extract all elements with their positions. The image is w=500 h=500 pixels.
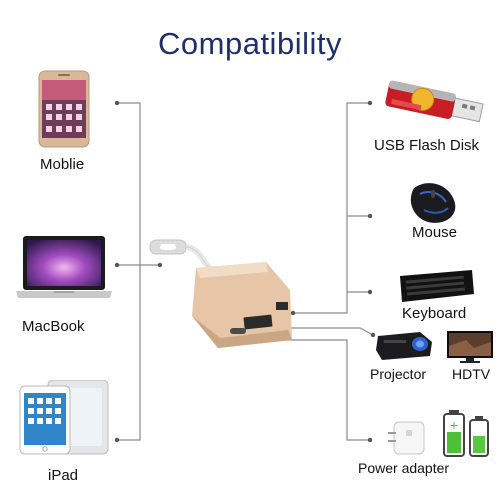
projector-icon [376,332,432,360]
power-adapter-icon: + [388,410,489,457]
label-hdtv: HDTV [452,366,491,382]
label-mouse: Mouse [412,224,458,241]
keyboard-icon [400,270,474,302]
usb-c-adapter-icon [149,239,292,348]
svg-text:+: + [450,417,458,433]
label-ipad: iPad [48,467,79,484]
label-mobile: Moblie [40,156,85,173]
label-macbook: MacBook [22,318,85,335]
mouse-icon [410,183,456,223]
hdtv-icon [447,331,493,363]
label-power-adapter: Power adapter [358,460,450,476]
smartphone-icon [38,70,90,148]
label-keyboard: Keyboard [402,305,467,322]
laptop-icon [16,236,112,298]
label-projector: Projector [370,366,427,382]
page-title: Compatibility [158,26,342,61]
usb-flash-disk-icon [385,80,484,123]
label-usb-flash-disk: USB Flash Disk [374,137,480,154]
tablet-icon [19,380,109,455]
